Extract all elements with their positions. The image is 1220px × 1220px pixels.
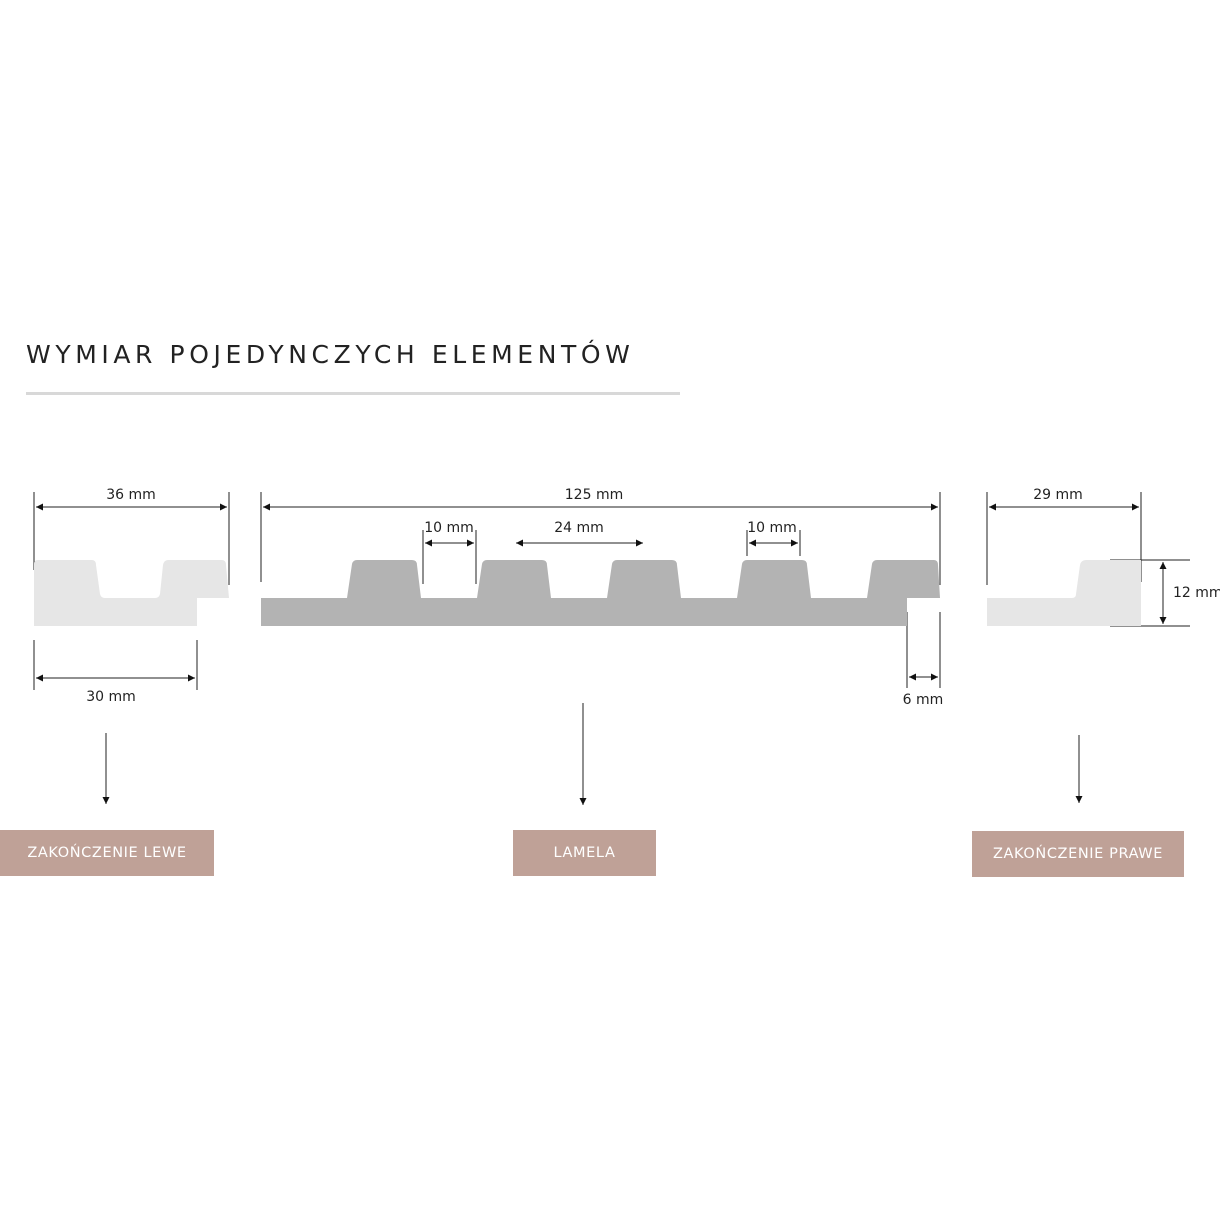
right-end-profile bbox=[987, 560, 1141, 626]
page-title: WYMIAR POJEDYNCZYCH ELEMENTÓW bbox=[26, 340, 635, 369]
dimension-label: 36 mm bbox=[106, 487, 156, 503]
label-right-end: ZAKOŃCZENIE PRAWE bbox=[972, 831, 1184, 877]
dimension-label: 24 mm bbox=[554, 520, 604, 536]
dimension-label: 10 mm bbox=[424, 520, 474, 536]
dimension-label: 10 mm bbox=[747, 520, 797, 536]
dimension-label: 6 mm bbox=[903, 692, 944, 708]
title-divider bbox=[26, 392, 680, 395]
label-lamela: LAMELA bbox=[513, 830, 656, 876]
label-left-end: ZAKOŃCZENIE LEWE bbox=[0, 830, 214, 876]
dimension-label: 29 mm bbox=[1033, 487, 1083, 503]
dimension-label: 12 mm bbox=[1173, 585, 1220, 601]
left-end-profile bbox=[34, 560, 229, 626]
lamela-profile bbox=[261, 560, 940, 626]
dimension-label: 125 mm bbox=[565, 487, 623, 503]
dimension-label: 30 mm bbox=[86, 689, 136, 705]
